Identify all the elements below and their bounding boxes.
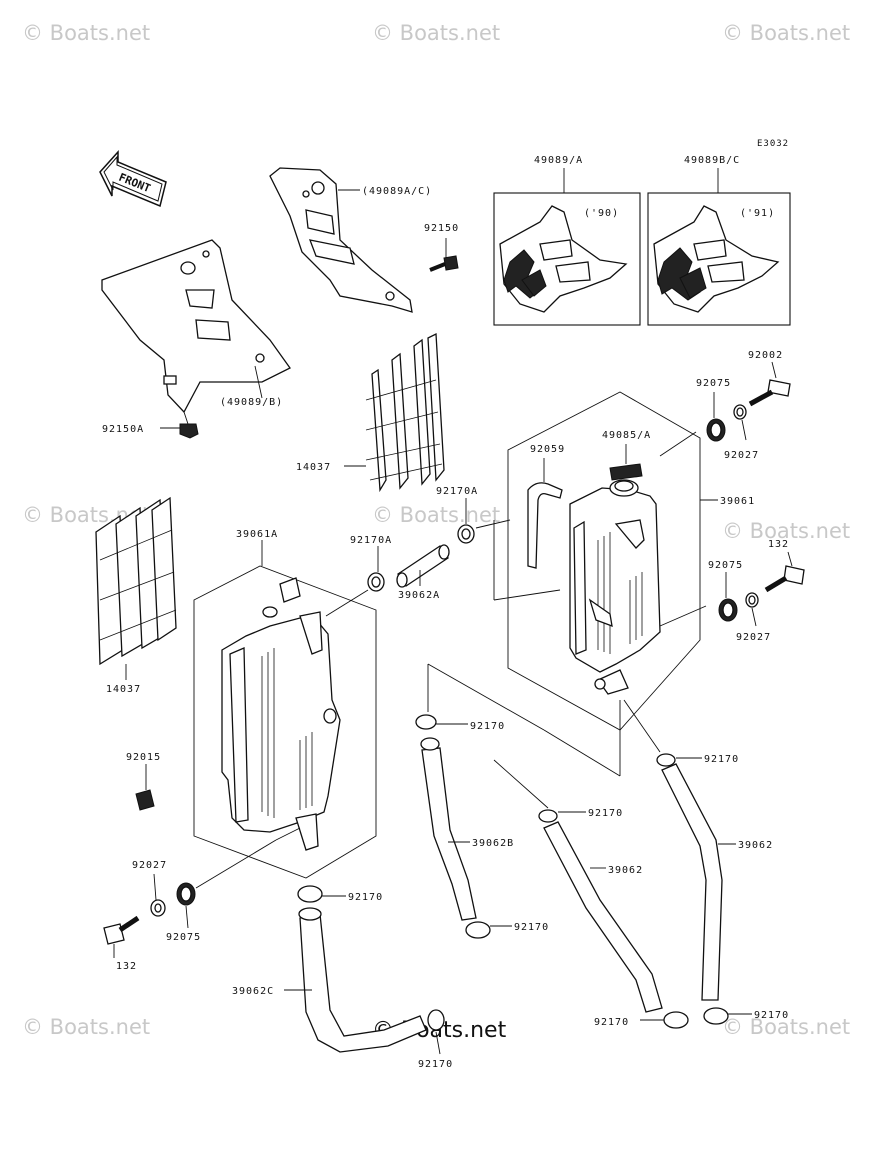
label-92170-b: 92170 <box>514 922 549 933</box>
label-49089ac: (49089A/C) <box>362 186 432 197</box>
bolt-92150a <box>179 411 199 439</box>
clamp-92170-b <box>465 921 491 939</box>
label-39062-mid: 39062 <box>608 865 643 876</box>
clamp-92170-g <box>663 1011 689 1029</box>
label-39062b: 39062B <box>472 838 514 849</box>
bolt-92150 <box>429 255 459 272</box>
label-49085a: 49085/A <box>602 430 651 441</box>
hose-39062a <box>396 544 450 588</box>
label-14037-mid: 14037 <box>296 462 331 473</box>
hose-39062-mid <box>543 821 663 1013</box>
label-92170-a: 92170 <box>470 721 505 732</box>
upper-radiator-shroud <box>269 167 413 313</box>
diagram-code: E3032 <box>757 139 789 149</box>
label-92170a-right: 92170A <box>436 486 478 497</box>
label-92027-r2: 92027 <box>736 632 771 643</box>
left-radiator-group-outline <box>193 565 377 879</box>
watermark-bottom-right: © Boats.net <box>722 1015 850 1039</box>
hose-39062-right <box>661 763 723 1001</box>
collar-92027-upper <box>733 404 747 420</box>
bolt-132-left <box>103 915 140 945</box>
grommet-92075-upper <box>706 418 726 442</box>
radiator-grille-middle <box>365 332 445 493</box>
label-92015: 92015 <box>126 752 161 763</box>
watermark-mid-right: © Boats.net <box>722 519 850 543</box>
clip-92015 <box>135 789 155 811</box>
label-14037-left: 14037 <box>106 684 141 695</box>
watermark-top-left: © Boats.net <box>22 21 150 45</box>
routing-lines <box>275 520 661 841</box>
clamp-92170a-right <box>457 524 475 544</box>
label-92075-r2: 92075 <box>708 560 743 571</box>
label-92170-g: 92170 <box>594 1017 629 1028</box>
clamp-92170-a <box>415 714 437 730</box>
left-radiator-shroud <box>101 239 291 414</box>
grommet-92075-left <box>176 882 196 906</box>
watermark-mid-center: © Boats.net <box>372 503 500 527</box>
hose-92059 <box>527 482 563 569</box>
label-year-90: ('90) <box>584 208 619 219</box>
bolt-132-right <box>764 565 805 593</box>
right-radiator-group-outline <box>507 391 701 731</box>
label-92170-c: 92170 <box>588 808 623 819</box>
collar-92027-lower <box>745 592 759 608</box>
label-92150a: 92150A <box>102 424 144 435</box>
label-49089b: (49089/B) <box>220 397 283 408</box>
label-92002: 92002 <box>748 350 783 361</box>
watermark-bottom-left: © Boats.net <box>22 1015 150 1039</box>
clamp-92170-d <box>656 753 676 767</box>
left-radiator <box>221 577 341 851</box>
label-year-91: ('91) <box>740 208 775 219</box>
label-92170-f: 92170 <box>418 1059 453 1070</box>
label-39062a: 39062A <box>398 590 440 601</box>
label-92075-l: 92075 <box>166 932 201 943</box>
clamp-92170a-left <box>367 572 385 592</box>
hose-39062c <box>298 907 427 1053</box>
right-radiator <box>569 479 661 695</box>
front-arrow-icon: FRONT <box>99 150 167 208</box>
label-39061a: 39061A <box>236 529 278 540</box>
label-92075-r1: 92075 <box>696 378 731 389</box>
label-132-right: 132 <box>768 539 789 550</box>
label-49089bc: 49089B/C <box>684 155 740 166</box>
label-39062-right: 39062 <box>738 840 773 851</box>
clamp-92170-e <box>297 885 323 903</box>
shroud-decal-90 <box>499 205 628 313</box>
watermark-top-center: © Boats.net <box>372 21 500 45</box>
inset-box-90 <box>493 192 641 326</box>
cap-49085a <box>609 444 643 481</box>
hose-39062b <box>420 737 477 921</box>
label-92170-h: 92170 <box>754 1010 789 1021</box>
shroud-decal-91 <box>653 205 780 313</box>
label-92150-top: 92150 <box>424 223 459 234</box>
label-92170-d: 92170 <box>704 754 739 765</box>
grommet-92075-lower <box>718 598 738 622</box>
watermark-top-right: © Boats.net <box>722 21 850 45</box>
label-39061: 39061 <box>720 496 755 507</box>
clamp-92170-c <box>538 809 558 823</box>
collar-92027-left <box>150 899 166 917</box>
label-92059: 92059 <box>530 444 565 455</box>
label-92027-r1: 92027 <box>724 450 759 461</box>
bolt-92002 <box>748 379 791 407</box>
label-132-left: 132 <box>116 961 137 972</box>
label-92170-e: 92170 <box>348 892 383 903</box>
inset-box-91 <box>647 192 791 326</box>
label-92170a-left: 92170A <box>350 535 392 546</box>
clamp-92170-h <box>703 1007 729 1025</box>
radiator-grille-left <box>95 496 177 666</box>
label-92027-l: 92027 <box>132 860 167 871</box>
label-39062c: 39062C <box>232 986 274 997</box>
label-49089a: 49089/A <box>534 155 583 166</box>
clamp-92170-f <box>427 1009 445 1031</box>
